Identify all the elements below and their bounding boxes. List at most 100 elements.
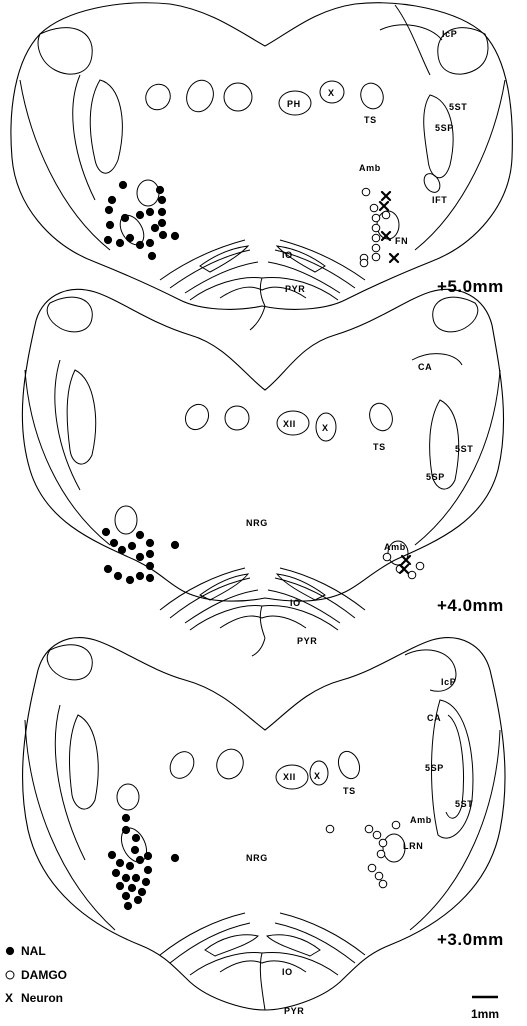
nal-site xyxy=(158,208,165,215)
nal-site xyxy=(118,546,125,553)
label-io: IO xyxy=(282,967,293,977)
damgo-site xyxy=(392,821,400,829)
neuron-site xyxy=(402,556,410,564)
label-xii: XII xyxy=(283,772,296,782)
label-5sp: 5SP xyxy=(425,763,444,773)
nal-site xyxy=(144,866,151,873)
damgo-site xyxy=(375,872,383,880)
label-5st: 5ST xyxy=(455,799,473,809)
nal-site xyxy=(151,224,158,231)
legend: NAL DAMGO X Neuron xyxy=(5,944,67,1005)
damgo-site xyxy=(362,188,370,196)
nal-site xyxy=(138,888,145,895)
nal-site xyxy=(116,239,123,246)
label-ca: CA xyxy=(418,362,432,372)
damgo-site xyxy=(379,880,387,888)
legend-item-nal: NAL xyxy=(6,944,45,958)
neuron-sites xyxy=(380,192,398,262)
damgo-site xyxy=(379,839,387,847)
label-io: IO xyxy=(282,250,293,260)
nal-site xyxy=(134,896,141,903)
legend-item-neuron: X Neuron xyxy=(5,991,63,1005)
label-x: X xyxy=(328,88,335,98)
nal-site xyxy=(142,878,149,885)
damgo-site xyxy=(368,864,376,872)
nal-site xyxy=(114,572,121,579)
legend-damgo-label: DAMGO xyxy=(21,968,67,982)
nal-site xyxy=(108,196,115,203)
neuron-site xyxy=(380,202,388,210)
legend-nal-marker xyxy=(6,947,13,954)
nal-site xyxy=(112,869,119,876)
nal-site xyxy=(144,852,151,859)
nal-site xyxy=(132,834,139,841)
label-fn: FN xyxy=(395,236,408,246)
nal-site xyxy=(136,553,143,560)
label-ph: PH xyxy=(287,99,301,109)
nal-site xyxy=(136,531,143,538)
level-label: +5.0mm xyxy=(437,277,504,296)
damgo-site xyxy=(360,259,368,267)
damgo-site xyxy=(326,825,334,833)
nal-site xyxy=(102,528,109,535)
section-plus-4mm: CA XII X TS 5ST 5SP NRG Amb IO PYR +4.0m… xyxy=(22,289,503,656)
damgo-site xyxy=(382,211,390,219)
label-amb: Amb xyxy=(359,163,381,173)
label-xii: XII xyxy=(283,419,296,429)
label-5st: 5ST xyxy=(455,444,473,454)
nal-site xyxy=(148,252,155,259)
section-plus-5mm: IcP PH X TS 5ST 5SP Amb IFT FN IO PYR +5… xyxy=(11,3,512,330)
damgo-site xyxy=(383,553,391,561)
nal-site xyxy=(106,221,113,228)
damgo-site xyxy=(370,204,378,212)
damgo-site xyxy=(372,253,380,261)
label-pyr: PYR xyxy=(285,284,305,294)
nal-site xyxy=(122,874,129,881)
label-pyr: PYR xyxy=(284,1006,304,1016)
damgo-site xyxy=(408,571,416,579)
section-plus-3mm: IcP CA XII X TS 5SP 5ST NRG Amb LRN IO P… xyxy=(23,638,505,1016)
nal-site xyxy=(116,859,123,866)
nal-site xyxy=(128,542,135,549)
legend-neuron-marker: X xyxy=(5,991,13,1005)
label-5sp: 5SP xyxy=(426,472,445,482)
damgo-site xyxy=(416,562,424,570)
nal-site xyxy=(126,862,133,869)
label-icp: IcP xyxy=(442,29,457,39)
neuron-site xyxy=(382,192,390,200)
label-ift: IFT xyxy=(432,195,447,205)
neuron-sites xyxy=(400,556,410,573)
label-icp: IcP xyxy=(441,677,456,687)
label-ts: TS xyxy=(364,115,377,125)
nal-site xyxy=(110,539,117,546)
nal-site xyxy=(171,854,178,861)
nal-site xyxy=(159,231,166,238)
section-1-outline xyxy=(11,3,512,310)
label-lrn: LRN xyxy=(403,841,423,851)
nal-site xyxy=(171,541,178,548)
nal-site xyxy=(158,219,165,226)
nal-site xyxy=(126,576,133,583)
label-5sp: 5SP xyxy=(435,123,454,133)
nal-site xyxy=(122,892,129,899)
label-nrg: NRG xyxy=(246,518,268,528)
label-io: IO xyxy=(290,598,301,608)
damgo-site xyxy=(372,244,380,252)
nal-site xyxy=(146,562,153,569)
nal-site xyxy=(122,814,129,821)
damgo-site xyxy=(372,214,380,222)
damgo-site xyxy=(373,831,381,839)
nal-site xyxy=(136,572,143,579)
nal-site xyxy=(146,574,153,581)
nal-site xyxy=(124,902,131,909)
nal-site xyxy=(156,186,163,193)
legend-damgo-marker xyxy=(6,971,14,979)
label-amb: Amb xyxy=(410,815,432,825)
nal-site xyxy=(122,826,129,833)
nal-sites xyxy=(102,528,178,583)
legend-nal-label: NAL xyxy=(21,944,46,958)
damgo-site xyxy=(372,234,380,242)
damgo-sites xyxy=(326,821,400,888)
level-label: +3.0mm xyxy=(437,930,504,949)
label-ca: CA xyxy=(427,713,441,723)
